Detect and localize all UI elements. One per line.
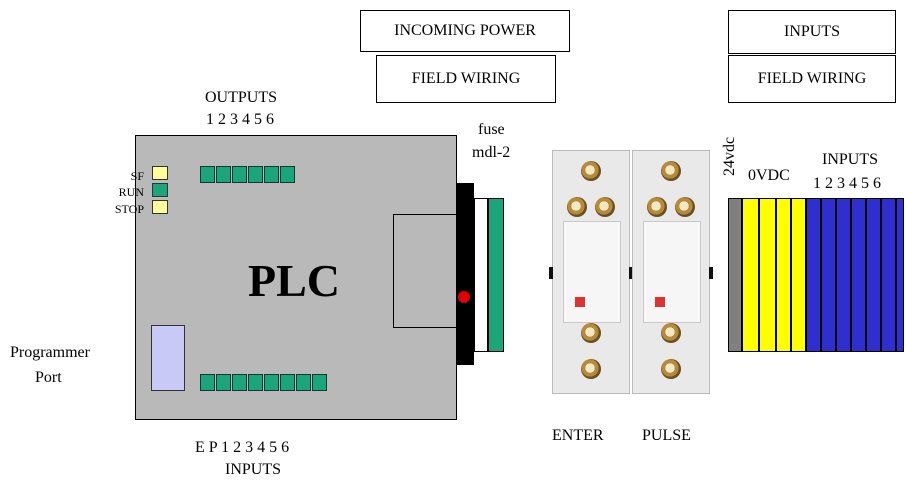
terminal-inputs-numbers: 1 2 3 4 5 6: [813, 176, 881, 192]
relay-pulse-screw-2: [647, 197, 667, 217]
terminal-input-4: [866, 198, 881, 352]
relay-pulse-screw-5: [661, 359, 681, 379]
input-led-p: [216, 374, 231, 391]
outputs-numbers: 1 2 3 4 5 6: [206, 112, 274, 128]
output-led-2: [216, 166, 231, 183]
input-led-6: [312, 374, 327, 391]
incoming-power-label: INCOMING POWER: [394, 22, 536, 40]
connector-red-dot: [458, 291, 470, 303]
incoming-power-box: INCOMING POWER: [360, 10, 570, 52]
field-wiring-right-box: FIELD WIRING: [728, 55, 896, 103]
run-led: [152, 183, 168, 197]
input-led-3: [264, 374, 279, 391]
relay-enter-screw-2: [567, 197, 587, 217]
inputs-label: INPUTS: [225, 462, 281, 478]
programmer-port-label-2: Port: [35, 370, 62, 386]
input-led-1: [232, 374, 247, 391]
output-led-6: [280, 166, 295, 183]
field-wiring-left-box: FIELD WIRING: [376, 55, 556, 103]
terminal-0vdc-2: [759, 198, 776, 352]
inputs-header-box: INPUTS: [728, 10, 896, 54]
relay-enter-label: ENTER: [552, 428, 604, 444]
plc-title: PLC: [248, 258, 340, 304]
input-led-e: [200, 374, 215, 391]
fuse-model-label: mdl-2: [472, 145, 510, 161]
input-led-strip: [200, 374, 330, 392]
terminal-inputs-label: INPUTS: [822, 152, 878, 168]
terminal-0vdc-3: [776, 198, 791, 352]
relay-pulse-screw-4: [661, 323, 681, 343]
fuse-green: [488, 198, 504, 352]
terminal-input-3: [851, 198, 866, 352]
terminal-0vdc-4: [791, 198, 806, 352]
24vdc-label: 24vdc: [722, 137, 738, 176]
terminal-input-spare: [806, 198, 821, 352]
relay-enter-body: [563, 221, 621, 323]
0vdc-label: 0VDC: [748, 168, 790, 184]
relay-enter-screw-1: [581, 161, 601, 181]
relay-enter-screw-3: [595, 197, 615, 217]
programmer-port: [151, 325, 185, 391]
relay-enter-screw-5: [581, 359, 601, 379]
terminal-input-2: [836, 198, 851, 352]
field-wiring-right-label: FIELD WIRING: [758, 70, 867, 88]
programmer-port-label-1: Programmer: [10, 345, 90, 361]
inputs-numbers: E P 1 2 3 4 5 6: [195, 440, 289, 456]
terminal-input-1: [821, 198, 836, 352]
sf-label: SF: [131, 170, 144, 182]
relay-enter: [552, 150, 630, 394]
relay-pulse-red-button: [655, 297, 665, 307]
terminal-24vdc: [728, 198, 742, 352]
input-led-2: [248, 374, 263, 391]
output-led-5: [264, 166, 279, 183]
stop-led: [152, 200, 168, 214]
output-led-strip: [200, 166, 300, 184]
connector-black: [456, 183, 474, 365]
terminal-input-5: [881, 198, 896, 352]
relay-enter-clip-left: [549, 267, 553, 279]
terminal-0vdc-1: [742, 198, 759, 352]
terminal-input-6: [896, 198, 904, 352]
input-led-5: [296, 374, 311, 391]
fuse-white: [474, 198, 488, 352]
field-wiring-left-label: FIELD WIRING: [412, 70, 521, 88]
output-led-1: [200, 166, 215, 183]
relay-enter-red-button: [575, 297, 585, 307]
relay-pulse: [632, 150, 710, 394]
relay-pulse-body: [643, 221, 701, 323]
relay-pulse-screw-1: [661, 161, 681, 181]
outputs-label: OUTPUTS: [205, 90, 277, 106]
run-label: RUN: [119, 186, 144, 198]
inputs-header-label: INPUTS: [784, 23, 840, 41]
connector-outline: [393, 214, 458, 328]
relay-pulse-clip-right: [709, 267, 713, 279]
stop-label: STOP: [115, 203, 144, 215]
fuse-label: fuse: [478, 122, 505, 138]
input-led-4: [280, 374, 295, 391]
relay-enter-screw-4: [581, 323, 601, 343]
sf-led: [152, 166, 168, 180]
relay-pulse-label: PULSE: [642, 428, 691, 444]
output-led-4: [248, 166, 263, 183]
output-led-3: [232, 166, 247, 183]
relay-pulse-screw-3: [675, 197, 695, 217]
